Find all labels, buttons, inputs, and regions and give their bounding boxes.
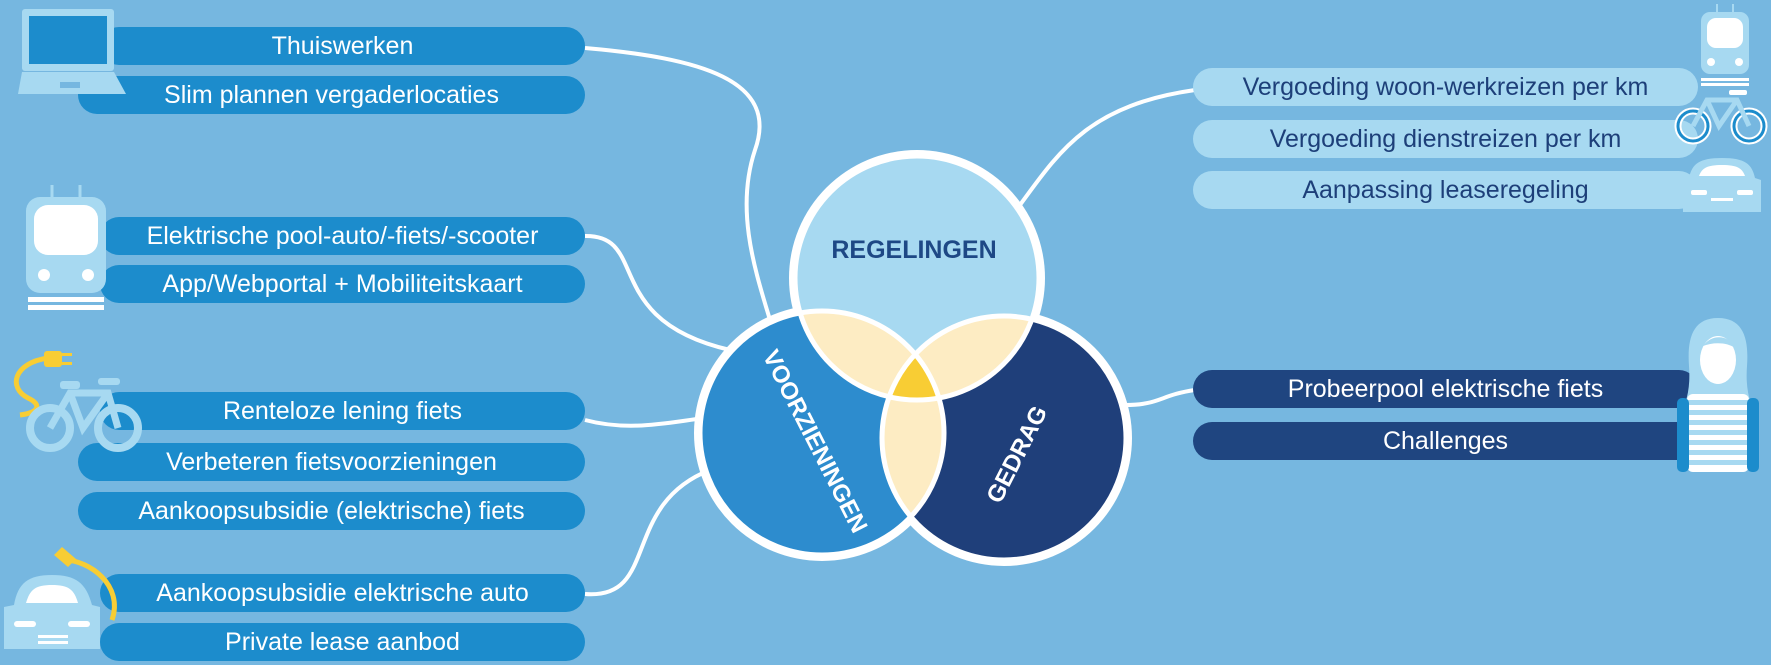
connector-fiets <box>584 416 706 428</box>
venn-diagram: REGELINGEN VOORZIENINGEN GEDRAG <box>694 150 1132 566</box>
pill-fietsvoorzieningen: Verbeteren fietsvoorzieningen <box>78 443 585 481</box>
train-icon-right <box>1701 4 1749 86</box>
pill-challenges: Challenges <box>1193 422 1698 460</box>
electric-bike-icon <box>13 351 142 452</box>
pill-aanpassing-lease: Aanpassing leaseregeling <box>1193 171 1698 209</box>
pill-aankoopsubsidie-auto: Aankoopsubsidie elektrische auto <box>100 574 585 612</box>
pill-thuiswerken: Thuiswerken <box>100 27 585 65</box>
pill-app-webportal: App/Webportal + Mobiliteitskaart <box>100 265 585 303</box>
laptop-icon <box>18 9 126 94</box>
person-icon <box>1677 318 1759 472</box>
pill-private-lease: Private lease aanbod <box>100 623 585 661</box>
overlap-regelingen-gedrag <box>882 316 1039 400</box>
label-regelingen: REGELINGEN <box>831 236 996 264</box>
overlap-regelingen-voorzieningen <box>795 311 944 400</box>
pill-vergoeding-woon-werk: Vergoeding woon-werkreizen per km <box>1193 68 1698 106</box>
pill-aankoopsubsidie-fiets: Aankoopsubsidie (elektrische) fiets <box>78 492 585 530</box>
train-icon <box>26 185 106 310</box>
pill-pool-auto: Elektrische pool-auto/-fiets/-scooter <box>100 217 585 255</box>
pill-vergoeding-dienstreizen: Vergoeding dienstreizen per km <box>1193 120 1698 158</box>
connector-probeerpool <box>1124 388 1196 407</box>
connector-vergoeding <box>1018 88 1196 207</box>
car-icon <box>1683 158 1761 212</box>
electric-car-icon <box>4 547 117 649</box>
bicycle-icon <box>1674 90 1768 145</box>
connector-pool <box>584 233 731 352</box>
pill-probeerpool: Probeerpool elektrische fiets <box>1193 370 1698 408</box>
connector-thuiswerken <box>584 46 772 321</box>
pill-slim-plannen: Slim plannen vergaderlocaties <box>78 76 585 114</box>
pill-renteloze-lening: Renteloze lening fiets <box>100 392 585 430</box>
connector-auto <box>584 468 711 597</box>
